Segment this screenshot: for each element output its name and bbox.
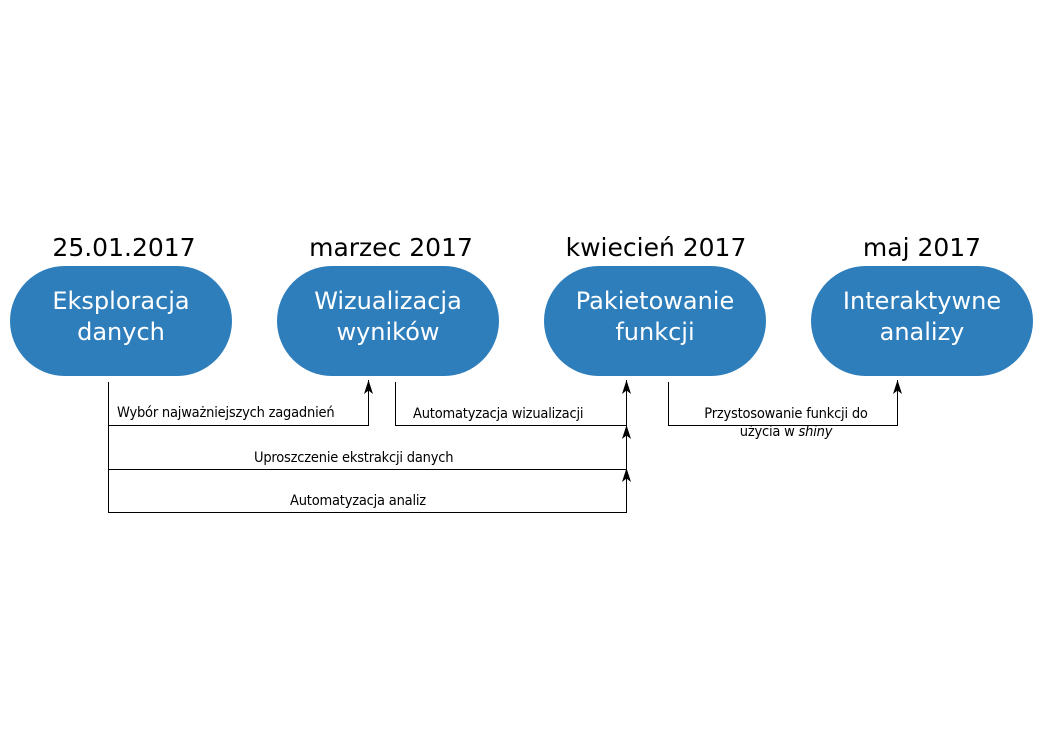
edge-label-automatyzacja-wizualizacji: Automatyzacja wizualizacji — [413, 406, 584, 422]
arrowhead-icon — [622, 468, 631, 482]
edge-label-przystosowanie-line2: użycia w shiny — [680, 423, 892, 441]
edge-line-automatyzacja-wizualizacji — [395, 380, 627, 426]
edge-label-wybor: Wybór najważniejszych zagadnień — [117, 405, 335, 421]
arrowhead-icon — [622, 425, 631, 439]
stage-node-label-line1: Wizualizacja — [314, 287, 462, 315]
stage-node-label-line2: analizy — [879, 318, 965, 346]
arrowhead-icon — [893, 380, 902, 394]
edge-label-uproszczenie: Uproszczenie ekstrakcji danych — [254, 450, 454, 466]
stage-date-4: maj 2017 — [862, 233, 982, 262]
stage-date-2: marzec 2017 — [309, 233, 473, 262]
arrowhead-icon — [364, 380, 373, 394]
stage-node-eksploracja: Eksploracja danych — [10, 266, 232, 376]
edge-label-przystosowanie-line1: Przystosowanie funkcji do — [704, 406, 868, 422]
stage-node-wizualizacja: Wizualizacja wyników — [277, 266, 499, 376]
edge-line-uproszczenie — [108, 425, 627, 470]
edge-line-przystosowanie — [668, 380, 898, 426]
edge-label-przystosowanie-prefix: użycia w — [739, 424, 799, 440]
stage-node-label-line1: Eksploracja — [52, 287, 190, 315]
stage-node-interaktywne: Interaktywne analizy — [811, 266, 1033, 376]
edge-label-automatyzacja-analiz: Automatyzacja analiz — [290, 493, 426, 509]
edge-line-wybor — [108, 380, 369, 426]
stage-node-label-line1: Interaktywne — [842, 287, 1002, 315]
stage-node-label-line1: Pakietowanie — [575, 287, 735, 315]
stage-node-label-line2: wyników — [336, 318, 440, 346]
edge-label-przystosowanie: Przystosowanie funkcji do użycia w shiny — [680, 405, 892, 441]
stage-date-1: 25.01.2017 — [52, 233, 196, 262]
arrowhead-icon — [622, 380, 631, 394]
edge-line-automatyzacja-analiz — [108, 469, 627, 513]
edge-label-shiny: shiny — [798, 424, 833, 440]
stage-node-pakietowanie: Pakietowanie funkcji — [544, 266, 766, 376]
stage-date-3: kwiecień 2017 — [565, 233, 747, 262]
stage-node-label-line2: funkcji — [615, 318, 695, 346]
stage-node-label-line2: danych — [77, 318, 165, 346]
